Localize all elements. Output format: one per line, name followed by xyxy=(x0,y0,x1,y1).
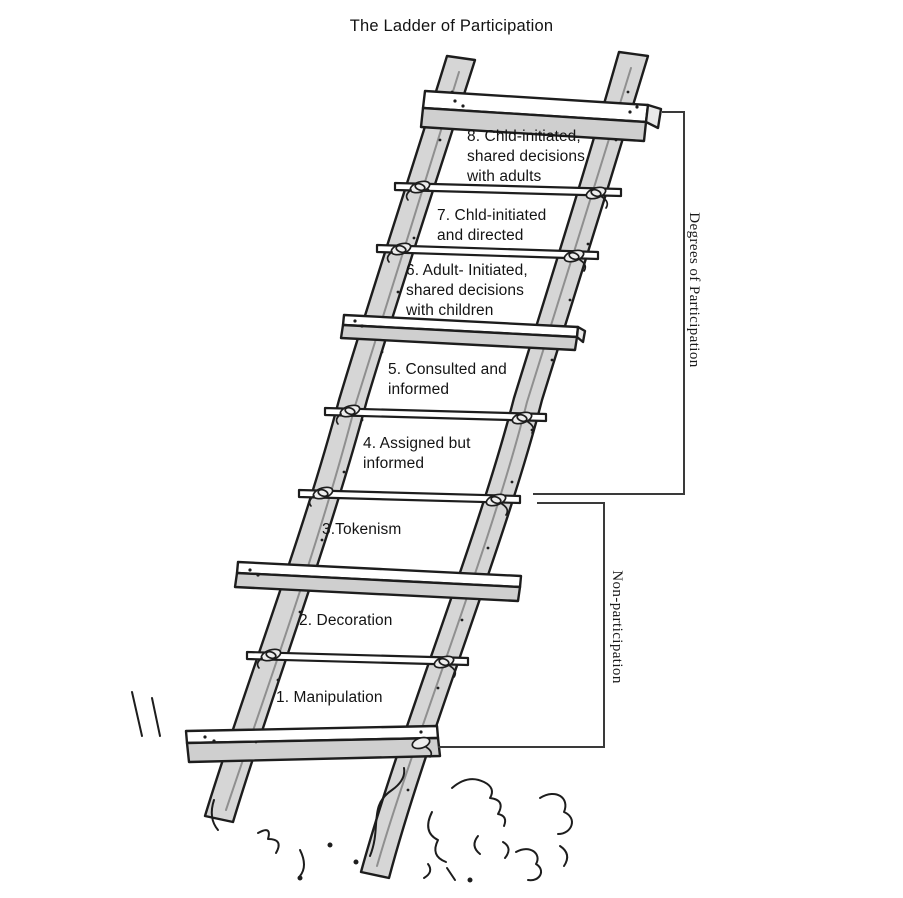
non-participation-bracket-line xyxy=(438,502,605,748)
rung-label-5: 5. Consulted and informed xyxy=(388,361,507,398)
rung-stick-8-7 xyxy=(393,181,623,198)
rung-stick-5-4 xyxy=(323,406,548,423)
rung-label-1: 1. Manipulation xyxy=(276,689,383,706)
rung-label-3: 3.Tokenism xyxy=(322,521,402,538)
rung-label-8: 8. Chld-initiated, shared decisions with… xyxy=(467,128,585,185)
rung-label-4: 4. Assigned but informed xyxy=(363,435,471,472)
rung-stick-7-6 xyxy=(375,243,600,261)
middle-plank-3-2 xyxy=(233,560,523,603)
ground-sketch xyxy=(131,691,573,883)
degrees-bracket-label: Degrees of Participation xyxy=(686,212,702,368)
wood-texture-dots xyxy=(203,90,639,792)
rung-label-7: 7. Chld-initiated and directed xyxy=(437,207,547,244)
non-participation-bracket-label: Non-participation xyxy=(609,570,625,684)
rung-stick-4-3 xyxy=(297,488,522,505)
rung-label-2: 2. Decoration xyxy=(299,612,393,629)
bottom-plank xyxy=(184,724,442,764)
rung-label-6: 6. Adult- Initiated, shared decisions wi… xyxy=(406,262,528,319)
rung-stick-2-1 xyxy=(245,650,470,667)
rope-knots xyxy=(256,180,609,758)
middle-plank-6-5 xyxy=(339,313,587,352)
top-plank xyxy=(419,89,663,143)
degrees-bracket-line xyxy=(533,111,685,495)
page-title: The Ladder of Participation xyxy=(349,17,554,35)
